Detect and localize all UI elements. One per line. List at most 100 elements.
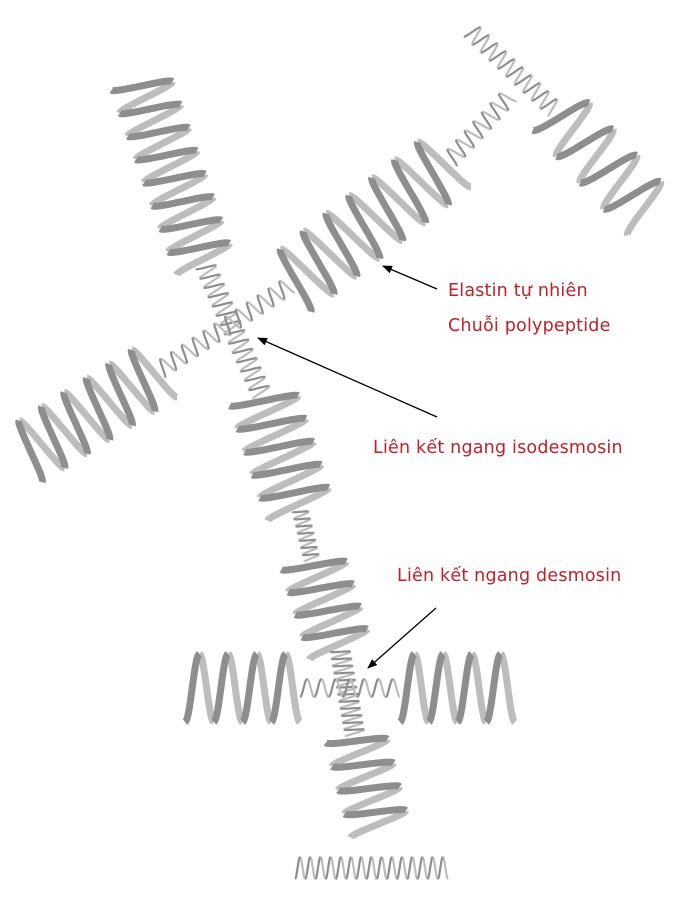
chain-b-isodesmosin-coil-turn bbox=[181, 343, 198, 358]
chain-a-lower-helix-turn bbox=[292, 582, 357, 617]
chain-a-bottom-helix-turn bbox=[330, 758, 396, 771]
chain-b-left-helix-turn bbox=[105, 362, 136, 427]
chain-b-isodesmosin-coil-turn bbox=[202, 330, 210, 350]
chain-a-upper-helix-turn bbox=[116, 79, 176, 115]
chain-b-upper-coil-turn bbox=[454, 139, 467, 158]
chain-a-desmosin-coil-turn bbox=[333, 671, 355, 675]
chain-c-helix-back bbox=[552, 102, 665, 237]
chain-a-lower-helix-turn bbox=[293, 602, 362, 619]
chain-b-isodesmosin-coil-turn bbox=[267, 287, 275, 308]
chain-a-desmosin-coil-turn bbox=[336, 686, 358, 695]
horizontal-desmosin-coil-turn bbox=[306, 677, 315, 699]
label-elastin: Elastin tự nhiên bbox=[448, 281, 588, 301]
chain-a-desmosin-coil-turn bbox=[338, 699, 360, 703]
horizontal-right-helix-turn bbox=[412, 651, 432, 725]
chain-a-lower-helix-turn bbox=[299, 604, 364, 639]
chain-b-isodesmosin-coil-turn bbox=[191, 336, 199, 357]
horizontal-right-helix-turn bbox=[469, 651, 489, 725]
chain-a-desmosin-coil-turn bbox=[331, 664, 354, 668]
arrow-desmosin bbox=[367, 607, 437, 669]
horizontal-desmosin-coil-turn bbox=[363, 678, 372, 698]
horizontal-left-helix-front bbox=[182, 651, 288, 725]
chain-b-upper-coil-turn bbox=[472, 120, 492, 131]
bottom-coil-turn bbox=[345, 856, 352, 880]
chain-a-upper-helix-turn bbox=[166, 239, 232, 257]
chain-c-coil-turn bbox=[479, 34, 491, 53]
chain-c-coil-turn bbox=[472, 34, 490, 46]
bottom-coil-turn bbox=[386, 856, 393, 880]
chain-b-isodesmosin-coil-turn bbox=[159, 358, 167, 379]
chain-c-coil-turn bbox=[540, 98, 558, 110]
chain-b-isodesmosin-coil-turn bbox=[245, 301, 254, 322]
horizontal-desmosin-coil-turn bbox=[356, 677, 365, 699]
chain-a-upper-helix-turn bbox=[134, 146, 199, 164]
chain-b-right-helix-turn bbox=[345, 194, 384, 260]
chain-a-middle-helix-turn bbox=[234, 394, 302, 431]
chain-a-isodesmosin-coil-turn bbox=[195, 264, 217, 271]
chain-c-helix-turn bbox=[623, 180, 665, 237]
chain-a-isodesmosin-coil-turn bbox=[215, 310, 238, 317]
bottom-coil-back bbox=[299, 856, 449, 880]
chain-a-bottom-helix-turn bbox=[323, 734, 390, 748]
chain-a-desmosin-coil-turn bbox=[343, 728, 365, 732]
chain-b-isodesmosin-coil-turn bbox=[225, 315, 242, 330]
chain-a-isodesmosin-coil-turn bbox=[248, 385, 270, 392]
chain-a-middle-helix-turn bbox=[249, 440, 317, 477]
horizontal-left-helix-turn bbox=[182, 651, 202, 725]
label-desmosin-crosslink: Liên kết ngang desmosin bbox=[397, 566, 622, 586]
chain-a-upper-helix-turn bbox=[142, 169, 207, 187]
chain-a-middle-helix-turn bbox=[243, 437, 315, 456]
bottom-coil-turn bbox=[426, 856, 434, 880]
arrow-elastin bbox=[382, 265, 438, 290]
chain-a-desmosin-coil-turn bbox=[339, 707, 362, 710]
chain-a-upper-helix-turn bbox=[126, 123, 191, 141]
chain-a-upper-helix-turn bbox=[157, 195, 217, 231]
chain-b-isodesmosin-coil-turn bbox=[203, 329, 220, 344]
horizontal-left-helix-turn bbox=[240, 651, 260, 725]
chain-c-coil-turn bbox=[488, 42, 499, 61]
chain-c-helix-front bbox=[531, 99, 662, 213]
chain-b-isodesmosin-coil-front bbox=[159, 280, 286, 379]
chain-c-coil-back bbox=[471, 26, 559, 117]
horizontal-right-helix-turn bbox=[397, 651, 417, 725]
bottom-coil-turn bbox=[401, 856, 408, 880]
chain-b-isodesmosin-coil-turn bbox=[171, 350, 187, 365]
chain-a-desmosin-coil-turn bbox=[342, 721, 364, 731]
chain-a-coil-2-turn bbox=[296, 525, 314, 534]
bottom-coil-turn bbox=[350, 856, 357, 880]
chain-a-coil-2-turn bbox=[294, 518, 312, 527]
bottom-coil-turn bbox=[381, 856, 388, 880]
chain-a-desmosin-coil-turn bbox=[332, 665, 354, 674]
chain-c-coil-turn bbox=[514, 74, 532, 86]
chain-a-middle-helix-turn bbox=[228, 391, 300, 410]
chain-c-coil-turn bbox=[523, 82, 541, 94]
chain-b-isodesmosin-coil-turn bbox=[278, 280, 286, 301]
bottom-coil-turn bbox=[324, 856, 332, 880]
chain-c-coil-turn bbox=[496, 50, 508, 69]
chain-b-left-helix-turn bbox=[82, 377, 114, 441]
chain-b-isodesmosin-coil-turn bbox=[234, 308, 243, 329]
horizontal-desmosin-coil-turn bbox=[392, 678, 401, 698]
chain-c-coil-turn bbox=[530, 82, 542, 101]
chain-a-isodesmosin-coil-turn bbox=[235, 348, 254, 363]
chain-a-middle-helix-turn bbox=[256, 463, 325, 500]
chain-a-bottom-helix-turn bbox=[335, 761, 397, 793]
chain-c-coil-turn bbox=[480, 42, 498, 54]
chain-a-lower-helix-turn bbox=[306, 627, 371, 662]
chain-a-lower-helix-back bbox=[285, 559, 371, 662]
chain-b-upper-coil-turn bbox=[490, 101, 509, 112]
chain-a-coil-2-turn bbox=[298, 538, 317, 542]
chain-b-right-helix-front bbox=[276, 141, 453, 313]
chain-a-middle-helix-front bbox=[228, 391, 331, 502]
chain-a-coil-2-turn bbox=[296, 531, 315, 535]
horizontal-right-helix-turn bbox=[426, 651, 446, 725]
chain-b-upper-coil-turn bbox=[497, 93, 510, 111]
chain-a-coil-2-front bbox=[291, 510, 320, 557]
chain-a-lower-helix-turn bbox=[286, 580, 355, 597]
horizontal-left-helix-turn bbox=[211, 651, 231, 725]
chain-a-bottom-helix-back bbox=[329, 737, 410, 840]
chain-b-left-helix-turn bbox=[127, 348, 159, 413]
chain-a-upper-helix-turn bbox=[132, 126, 192, 161]
chain-b-upper-coil-turn bbox=[481, 110, 500, 121]
horizontal-desmosin-coil-turn bbox=[328, 678, 337, 698]
